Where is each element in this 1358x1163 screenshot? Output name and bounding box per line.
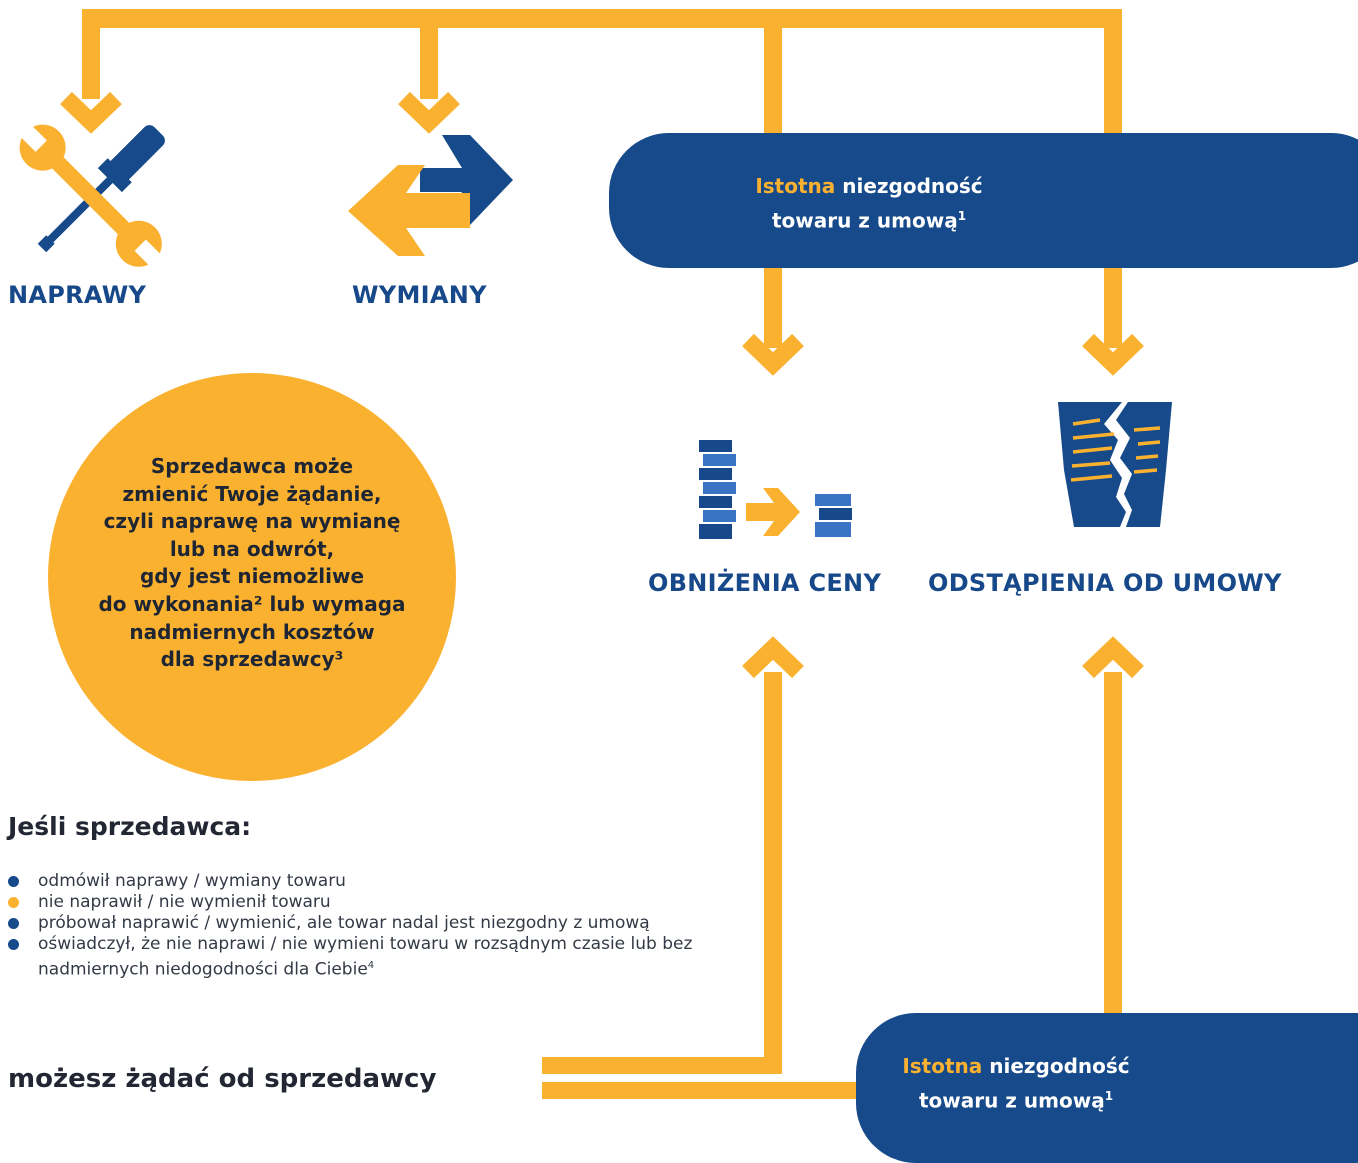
top-pill-footnote: 1 [957,209,967,223]
bullet-icon [8,876,19,887]
withdrawal-label: ODSTĄPIENIA OD UMOWY [928,569,1282,597]
arrow-up-price [742,636,804,679]
condition-footnote: 4 [367,960,375,971]
withdraw-down-connector [1104,268,1122,348]
arrow-down-replacement [398,91,460,134]
top-pill-highlight: Istotna [755,174,836,198]
withdraw-up-connector [1104,672,1122,1022]
condition-text: próbował naprawić / wymienić, ale towar … [38,913,650,933]
price-down-connector [764,268,782,348]
arrow-down-withdraw [1082,333,1144,376]
bottom-pill-highlight: Istotna [902,1054,983,1078]
bullet-icon [8,918,19,929]
condition-text: odmówił naprawy / wymiany towaru [38,871,346,891]
coin-stacks-icon [699,440,852,539]
top-pill-line2: towaru z umową [771,208,958,233]
note-line: dla sprzedawcy³ [160,647,344,672]
bottom-material-nonconformity-pill: Istotna niezgodność towaru z umową1 [856,1013,1358,1163]
note-line: gdy jest niemożliwe [139,564,365,589]
condition-text: nie naprawił / nie wymienił towaru [38,892,331,912]
seller-change-note-text: Sprzedawca może zmienić Twoje żądanie, c… [58,453,446,674]
price-up-connector [764,672,782,1060]
replacement-label: WYMIANY [352,281,487,309]
top-pill-line1: niezgodność [842,174,983,198]
conditions-heading: Jeśli sprzedawca: [8,812,252,841]
repair-label: NAPRAWY [8,281,147,309]
bullet-icon [8,897,19,908]
bottom-pill-line2: towaru z umową [918,1088,1105,1113]
repair-tools-icon [17,122,165,270]
torn-contract-icon [1058,402,1172,527]
seller-change-note-circle [48,373,456,781]
condition-item: próbował naprawić / wymienić, ale towar … [8,913,748,934]
note-line: czyli naprawę na wymianę [103,509,401,534]
pill-connector-left [764,9,782,139]
top-material-nonconformity-pill: Istotna niezgodność towaru z umową1 [609,133,1358,268]
bottom-connector-upper [542,1057,782,1074]
price-reduction-label: OBNIŻENIA CENY [648,569,882,597]
arrow-down-repair [60,91,122,134]
replacement-connector [420,9,438,99]
condition-item: nie naprawił / nie wymienił towaru [8,892,748,913]
note-line: zmienić Twoje żądanie, [122,481,382,506]
note-line: lub na odwrót, [169,536,335,561]
conclusion-heading: możesz żądać od sprzedawcy [8,1064,437,1094]
condition-item: odmówił naprawy / wymiany towaru [8,871,748,892]
flow-connectors [82,9,1122,1099]
condition-item: oświadczył, że nie naprawi / nie wymieni… [8,934,748,981]
bottom-connector-lower [542,1082,862,1099]
conditions-list: odmówił naprawy / wymiany towaru nie nap… [8,871,748,981]
note-line: nadmiernych kosztów [129,619,375,644]
pill-connector-right [1104,9,1122,139]
bullet-icon [8,939,19,950]
note-line: Sprzedawca może [150,454,354,478]
bottom-pill-footnote: 1 [1104,1089,1114,1103]
arrow-up-withdraw [1082,636,1144,679]
top-connector-bar [82,9,1122,28]
note-line: do wykonania² lub wymaga [98,591,406,616]
repair-connector [82,9,100,99]
arrow-down-price [742,333,804,376]
bottom-pill-line1: niezgodność [989,1054,1130,1078]
arrow-heads [60,91,1144,679]
exchange-arrows-icon [348,135,513,256]
condition-text: oświadczył, że nie naprawi / nie wymieni… [38,934,693,980]
